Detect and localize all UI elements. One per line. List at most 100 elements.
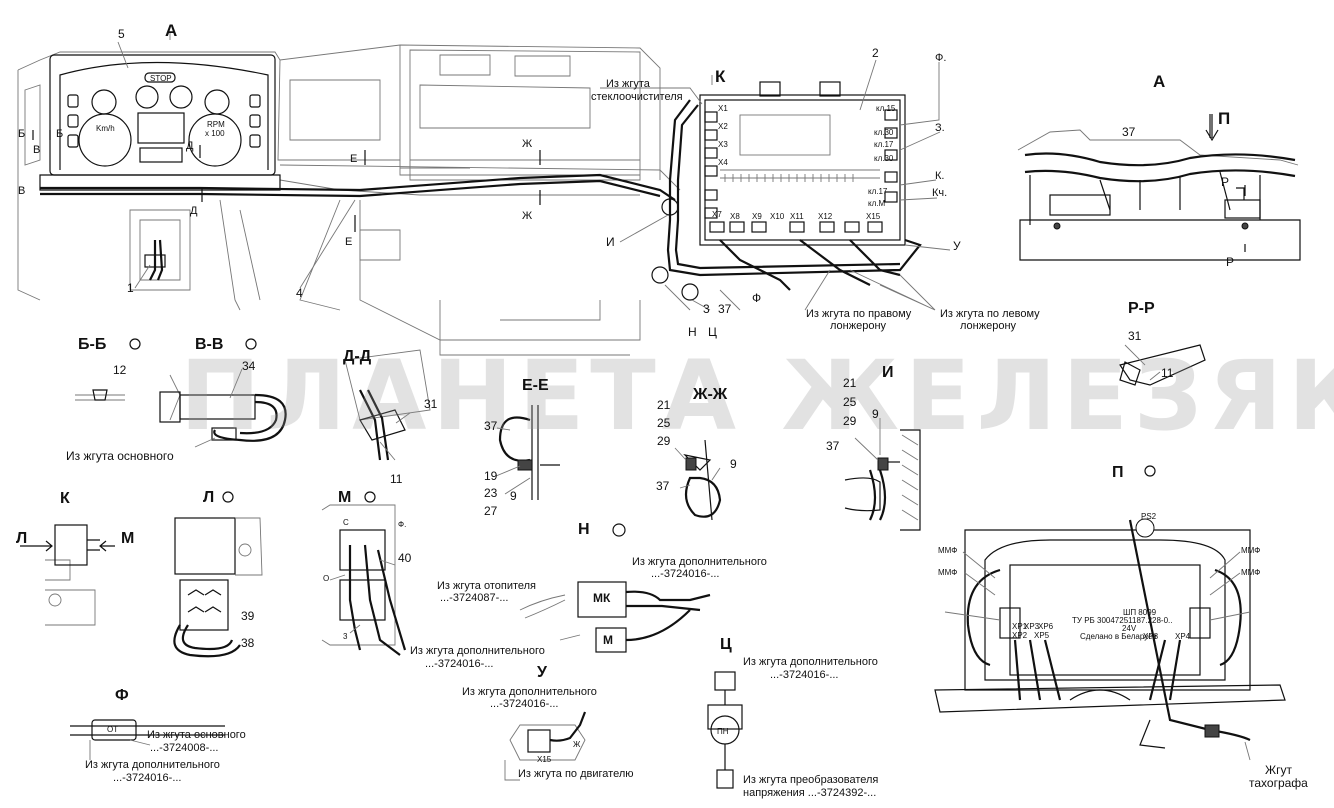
fb-klM: кл.М [868,199,886,208]
fb-kl30a: кл.30 [874,128,894,137]
callout-3: 3 [703,302,710,316]
view-vv-title: В-В [195,336,224,353]
view-ts [707,671,743,789]
view-a-title: А [1153,72,1166,91]
dash-rpm: RPM [207,120,225,129]
tacho-xp5: XP5 [1034,631,1050,640]
fb-x8: X8 [730,212,740,221]
callout-right-member-2: лонжерону [830,320,887,332]
view-ee-37: 37 [484,419,498,433]
callout-left-member-2: лонжерону [960,320,1017,332]
view-k-l-arrow: Л [16,530,28,547]
view-rr-title: Р-Р [1128,300,1155,317]
mark-k-dot: К. [935,170,945,182]
callout-1: 1 [127,281,134,295]
view-a-arrow-label: А [165,21,178,40]
view-i [844,418,921,531]
view-u-callout-add-code: ...-3724016-... [490,698,559,710]
mark-v-bottom: В [18,185,26,197]
view-zhzh-title: Ж-Ж [693,386,728,403]
view-ts-callout-add: Из жгута дополнительного [743,656,878,668]
fb-x2: X2 [718,122,728,131]
tacho-line1: ШП 8099 [1123,608,1157,617]
section-marks [32,114,1246,252]
view-l-39: 39 [241,609,255,623]
view-zhzh-25: 25 [657,416,671,430]
view-dd-title: Д-Д [343,348,372,365]
view-ts-callout-add-code: ...-3724016-... [770,669,839,681]
view-f [70,719,225,760]
mark-zh-bottom: Ж [522,210,533,222]
tacho-xp1: XP1 [1012,622,1028,631]
connector-mk: МК [593,591,611,605]
mark-i: И [606,235,615,249]
view-m-s: С [343,518,349,527]
view-n-callout-add: Из жгута дополнительного [632,556,767,568]
tacho-xp6: XP6 [1038,622,1054,631]
view-ee-19: 19 [484,469,498,483]
view-zhzh-37: 37 [656,479,670,493]
view-u-zh: Ж [573,740,581,749]
fb-kl17a: кл.17 [874,140,894,149]
tacho-line2: ТУ РБ 30047251187.228-0.. [1072,616,1173,625]
view-m-3: 3 [343,632,348,641]
callout-37-top: 37 [718,302,732,316]
mark-d-bottom: Д [190,205,198,217]
view-ts-title: Ц [720,636,732,653]
view-i-title: И [882,364,894,381]
view-ee-27: 27 [484,504,498,518]
view-f-callout-add: Из жгута дополнительного [85,759,220,771]
view-i-21: 21 [843,376,857,390]
view-m-callout-code: ...-3724016-... [425,658,494,670]
view-n-callout-heater-code: ...-3724087-... [440,592,509,604]
callout-wiper-line2: стеклоочистителя [591,91,683,103]
view-ts-callout-converter-2: напряжения ...-3724392-... [743,787,877,799]
view-zhzh-21: 21 [657,398,671,412]
mark-v-top: В [33,144,41,156]
view-rr [1119,344,1206,386]
connector-m: М [603,633,613,647]
mark-z-dot: З. [935,122,945,134]
view-vv-34: 34 [242,359,256,373]
view-bb [75,389,125,401]
view-f-callout-main-code: ...-3724008-... [150,742,219,754]
view-k-m-arrow: М [121,530,135,547]
tacho-xp3: XP3 [1024,622,1040,631]
mark-kch: Кч. [932,187,948,199]
view-l [173,517,263,658]
mark-f-dot: Ф. [935,52,947,64]
view-i-37: 37 [826,439,840,453]
view-n-callout-heater: Из жгута отопителя [437,580,537,592]
mark-b-right: Б [56,128,64,140]
view-f-callout-add-code: ...-3724016-... [113,772,182,784]
view-ts-callout-converter: Из жгута преобразователя [743,774,879,786]
mark-ts: Ц [708,325,717,339]
callout-tachograph-1: Жгут [1265,763,1292,777]
tacho-mfm4: ММФ [1241,568,1261,577]
callout-wiper-line1: Из жгута [606,78,650,90]
view-u [504,711,587,781]
view-m-40: 40 [398,551,412,565]
view-a-p-mark: П [1218,109,1231,128]
view-l-38: 38 [241,636,255,650]
view-f-callout-main: Из жгута основного [147,729,246,741]
fb-kl15: кл.15 [876,104,896,113]
mark-b-left: Б [18,128,26,140]
view-zhzh-9: 9 [730,457,737,471]
view-dd [344,349,431,461]
view-i-9: 9 [872,407,879,421]
tacho-mfm1: ММФ [938,546,958,555]
view-u-callout-add: Из жгута дополнительного [462,686,597,698]
callout-2: 2 [872,46,879,60]
cab-drawing [17,44,681,356]
callout-left-member-1: Из жгута по левому [940,308,1040,320]
fb-kl30b: кл.30 [874,154,894,163]
view-ee-title: Е-Е [522,377,549,394]
view-a-r-top: Р [1221,175,1230,189]
tacho-xp4: XP4 [1175,632,1191,641]
mark-e-bottom: Е [345,236,353,248]
mark-u: У [953,239,961,253]
dash-x100: x 100 [205,129,225,138]
view-l-title: Л [203,489,215,506]
mark-f: Ф [752,291,762,305]
